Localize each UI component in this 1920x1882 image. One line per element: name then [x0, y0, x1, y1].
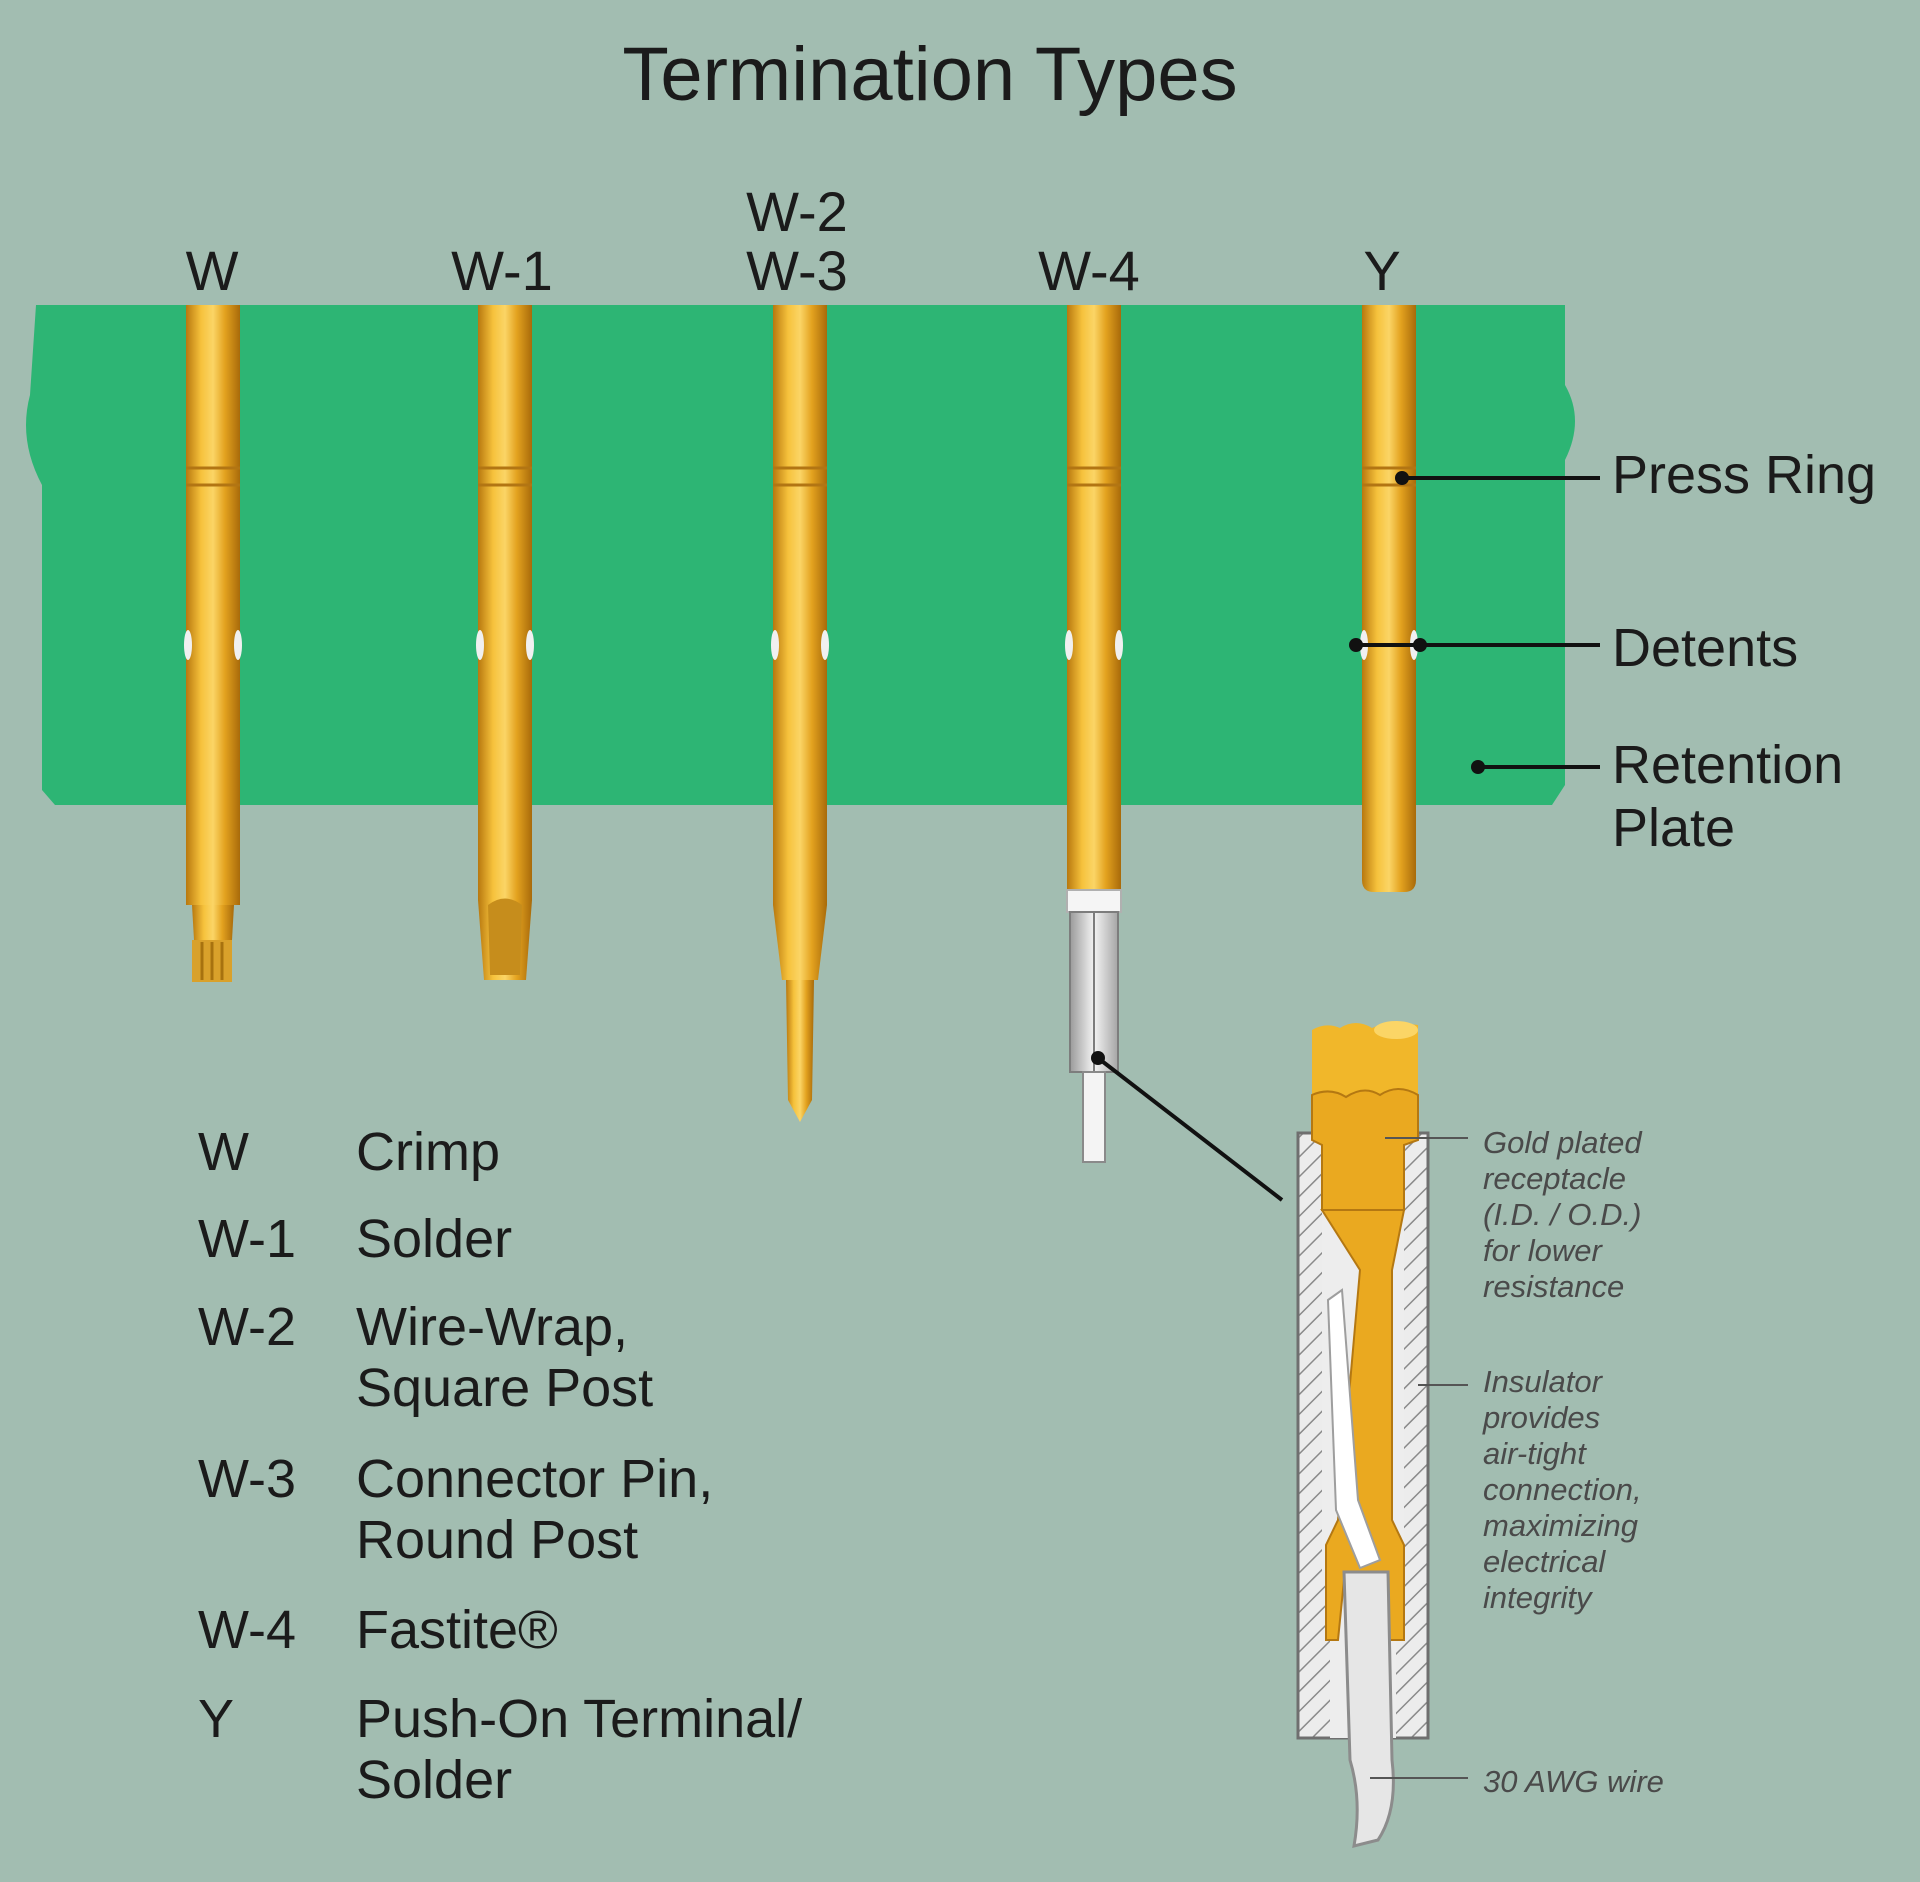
note-wire: 30 AWG wire: [1483, 1764, 1664, 1799]
pin-label-w1: W-1: [451, 239, 553, 302]
legend-desc-w2-line1: Wire-Wrap,: [356, 1297, 628, 1357]
legend-code-w1: W-1: [198, 1209, 296, 1269]
legend-desc-w3-line2: Round Post: [356, 1510, 638, 1570]
note-insulator-line: maximizing: [1483, 1508, 1638, 1543]
legend-desc-w4: Fastite®: [356, 1600, 558, 1660]
callout-retention-plate-line2: Plate: [1612, 798, 1735, 858]
note-receptacle-line: Gold plated: [1483, 1125, 1643, 1160]
note-insulator-line: provides: [1482, 1400, 1600, 1435]
note-insulator-line: air-tight: [1483, 1436, 1587, 1471]
legend-desc-y-line2: Solder: [356, 1750, 512, 1810]
pin-label-y: Y: [1363, 239, 1400, 302]
legend-desc-y-line1: Push-On Terminal/: [356, 1689, 802, 1749]
callout-retention-plate-leader: [1471, 760, 1600, 774]
note-insulator-line: integrity: [1483, 1580, 1594, 1615]
callout-retention-plate-line1: Retention: [1612, 735, 1843, 795]
note-receptacle-line: receptacle: [1483, 1161, 1626, 1196]
note-receptacle: Gold plated receptacle (I.D. / O.D.) for…: [1483, 1125, 1643, 1304]
legend-desc-w3-line1: Connector Pin,: [356, 1449, 713, 1509]
diagram-title: Termination Types: [622, 32, 1237, 117]
note-receptacle-line: resistance: [1483, 1269, 1624, 1304]
callout-detents: Detents: [1612, 618, 1798, 678]
pin-w2-w3-post: [771, 305, 829, 1122]
callout-press-ring-leader: [1395, 471, 1600, 485]
pin-w1-solder: [476, 305, 534, 980]
pin-y-push-on: [1360, 305, 1418, 892]
note-receptacle-line: for lower: [1483, 1233, 1604, 1268]
note-insulator-line: connection,: [1483, 1472, 1642, 1507]
note-insulator-line: electrical: [1483, 1544, 1606, 1579]
legend-code-y: Y: [198, 1689, 234, 1749]
pin-w-crimp: [184, 305, 242, 982]
pin-label-w4: W-4: [1038, 239, 1140, 302]
fastite-cross-section-detail: [1296, 1021, 1430, 1849]
termination-legend: W Crimp W-1 Solder W-2 Wire-Wrap, Square…: [198, 1122, 802, 1810]
pin-label-w3: W-3: [746, 239, 848, 302]
pin-label-w2: W-2: [746, 180, 848, 243]
legend-desc-w1: Solder: [356, 1209, 512, 1269]
detail-leader: [1091, 1051, 1284, 1202]
legend-desc-w: Crimp: [356, 1122, 500, 1182]
legend-desc-w2-line2: Square Post: [356, 1358, 653, 1418]
legend-code-w: W: [198, 1122, 249, 1182]
note-insulator: Insulator provides air-tight connection,…: [1482, 1364, 1642, 1615]
pin-label-w: W: [186, 239, 239, 302]
callout-press-ring: Press Ring: [1612, 445, 1876, 505]
legend-code-w3: W-3: [198, 1449, 296, 1509]
pin-w4-fastite: [1065, 305, 1123, 1163]
legend-code-w2: W-2: [198, 1297, 296, 1357]
legend-code-w4: W-4: [198, 1600, 296, 1660]
note-receptacle-line: (I.D. / O.D.): [1483, 1197, 1641, 1232]
note-insulator-line: Insulator: [1483, 1364, 1604, 1399]
callout-detents-leader: [1349, 638, 1600, 652]
